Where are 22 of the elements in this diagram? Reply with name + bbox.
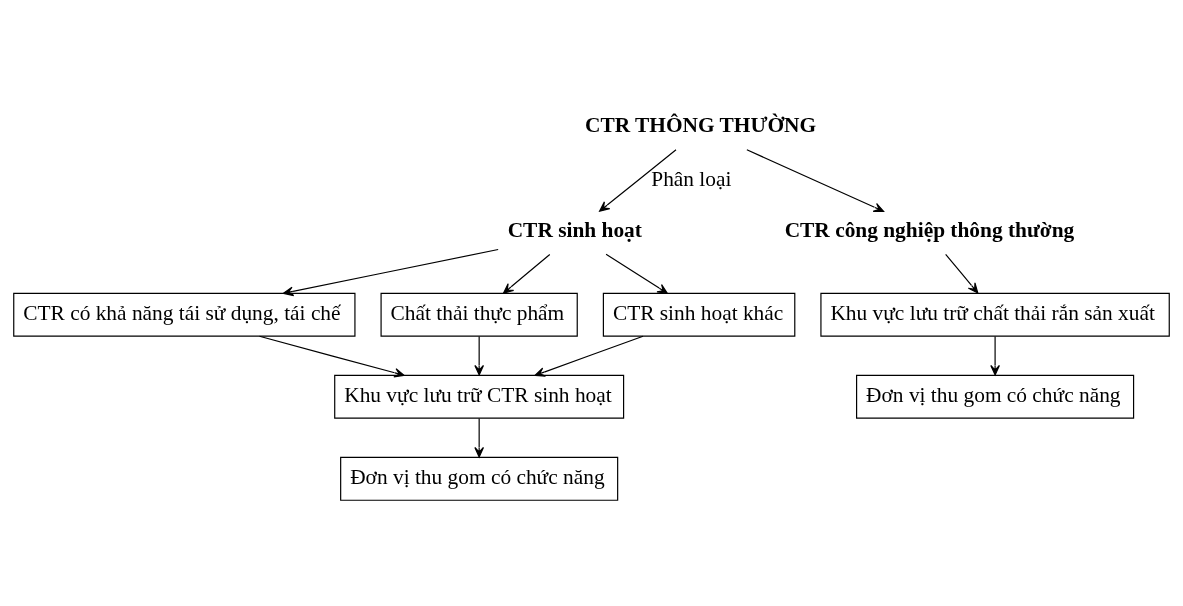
node-box: Đơn vị thu gom có chức năng <box>856 374 1135 419</box>
node-text: CTR sinh hoạt <box>507 217 642 242</box>
arrow <box>258 335 405 378</box>
node-box: CTR sinh hoạt khác <box>602 292 796 337</box>
node-box: Chất thải thực phẩm <box>380 292 578 337</box>
arrow <box>474 417 485 458</box>
node-box: CTR có khả năng tái sử dụng, tái chế <box>13 292 356 337</box>
arrow <box>746 148 885 212</box>
arrow <box>282 248 499 296</box>
arrow <box>945 253 979 293</box>
arrow <box>534 335 644 377</box>
edge-label: Phân loại <box>651 166 732 191</box>
node-text: CTR công nghiệp thông thường <box>784 217 1075 242</box>
arrow <box>502 253 551 294</box>
node-text: CTR THÔNG THƯỜNG <box>584 112 817 137</box>
node-box: Khu vực lưu trữ CTR sinh hoạt <box>334 374 625 419</box>
node-box: Khu vực lưu trữ chất thải rắn sản xuất <box>820 292 1170 337</box>
arrow <box>605 253 668 294</box>
arrow <box>474 335 485 375</box>
node-box: Đơn vị thu gom có chức năng <box>340 456 619 501</box>
arrow <box>990 335 1000 375</box>
arrow <box>599 148 677 212</box>
